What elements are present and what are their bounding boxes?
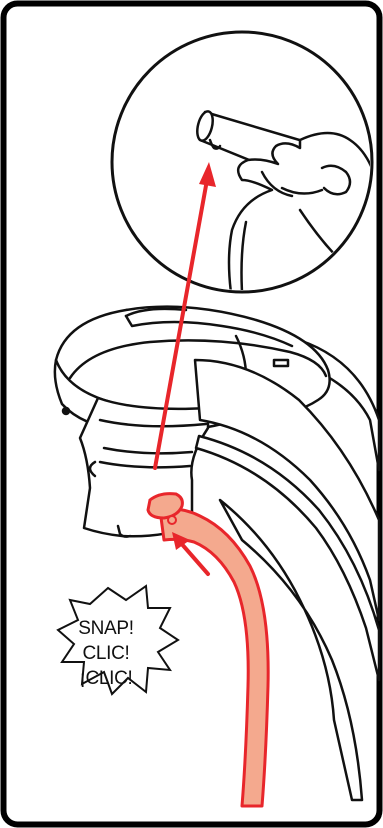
callout-text: SNAP! CLIC! ¡CLIC! bbox=[66, 616, 146, 691]
callout-line-1: SNAP! bbox=[66, 616, 146, 641]
callout-line-2: CLIC! bbox=[66, 641, 146, 666]
callout-line-3: ¡CLIC! bbox=[66, 666, 146, 691]
